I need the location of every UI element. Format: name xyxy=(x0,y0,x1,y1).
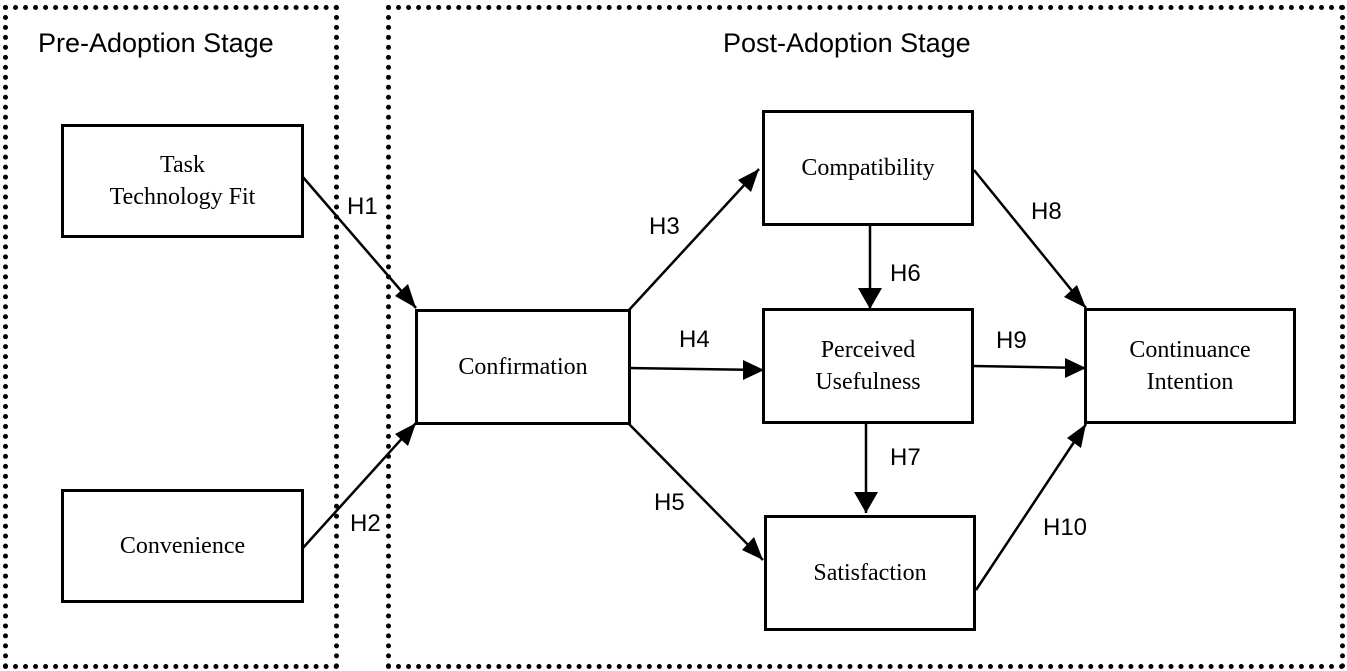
arrowhead-h2 xyxy=(395,423,416,446)
confirmation-label: Confirmation xyxy=(458,354,588,380)
continuance-intention-line-2: Intention xyxy=(1146,369,1234,395)
task-technology-fit-box: Task Technology Fit xyxy=(61,124,304,238)
continuance-intention-line-1: Continuance xyxy=(1129,337,1251,363)
arrow-h10 xyxy=(974,423,1088,591)
hypothesis-label-h3: H3 xyxy=(649,213,680,240)
arrowhead-h6 xyxy=(858,288,882,309)
hypothesis-label-h1: H1 xyxy=(347,193,378,220)
arrow-h5 xyxy=(628,423,764,561)
arrowhead-h3 xyxy=(738,169,759,192)
task-technology-fit-line-1: Task xyxy=(160,152,205,178)
hypothesis-label-h8: H8 xyxy=(1031,198,1062,225)
pre-adoption-stage-panel xyxy=(3,5,339,669)
arrowhead-h5 xyxy=(742,537,763,560)
hypothesis-label-h10: H10 xyxy=(1043,514,1088,541)
arrowhead-h10 xyxy=(1067,424,1086,448)
convenience-label: Convenience xyxy=(119,533,246,559)
confirmation-box: Confirmation xyxy=(415,309,631,425)
hypothesis-label-h7: H7 xyxy=(890,444,921,471)
perceived-usefulness-box: Perceived Usefulness xyxy=(762,308,974,424)
arrow-h8 xyxy=(973,169,1087,309)
continuance-intention-box: Continuance Intention xyxy=(1084,308,1296,424)
post-adoption-stage-title: Post-Adoption Stage xyxy=(723,28,971,58)
perceived-usefulness-line-1: Perceived xyxy=(820,337,916,363)
arrow-h4 xyxy=(628,366,765,372)
arrow-h2 xyxy=(301,422,417,550)
post-adoption-stage-panel xyxy=(386,5,1345,669)
satisfaction-label: Satisfaction xyxy=(813,560,927,586)
hypothesis-label-h9: H9 xyxy=(996,327,1027,354)
arrowhead-h4 xyxy=(743,360,764,380)
arrowhead-h1 xyxy=(395,284,416,308)
compatibility-label: Compatibility xyxy=(801,155,935,181)
hypothesis-label-h2: H2 xyxy=(350,510,381,537)
perceived-usefulness-line-2: Usefulness xyxy=(815,369,921,395)
arrowhead-h8 xyxy=(1064,285,1086,308)
hypothesis-label-h5: H5 xyxy=(654,489,685,516)
arrow-h3 xyxy=(628,168,760,311)
hypothesis-label-h4: H4 xyxy=(679,326,710,353)
arrowhead-h7 xyxy=(854,492,878,513)
task-technology-fit-line-2: Technology Fit xyxy=(109,184,256,210)
compatibility-box: Compatibility xyxy=(762,110,974,226)
arrowhead-h9 xyxy=(1065,358,1086,378)
pre-adoption-stage-title: Pre-Adoption Stage xyxy=(38,28,274,58)
convenience-box: Convenience xyxy=(61,489,304,603)
arrow-h1 xyxy=(301,175,417,309)
hypothesis-label-h6: H6 xyxy=(890,260,921,287)
satisfaction-box: Satisfaction xyxy=(764,515,976,631)
